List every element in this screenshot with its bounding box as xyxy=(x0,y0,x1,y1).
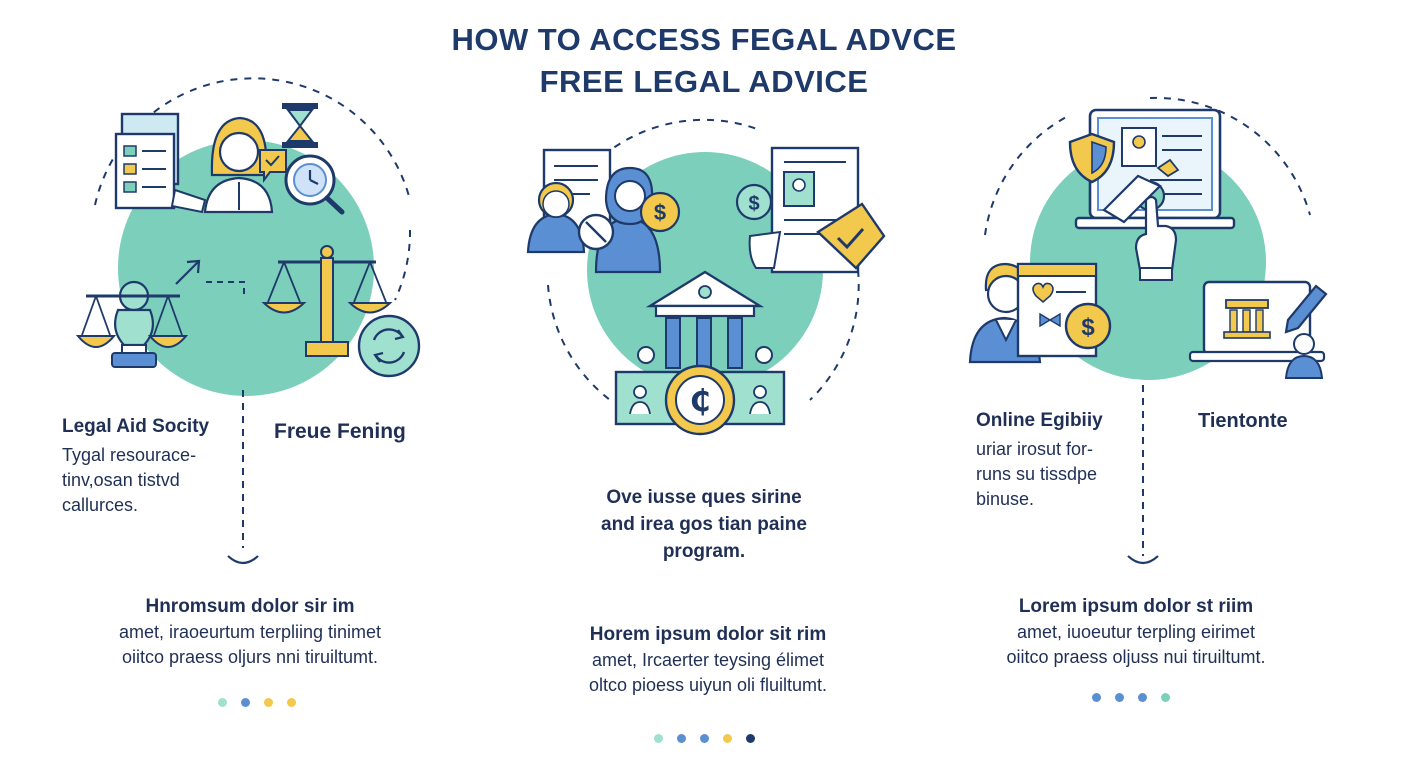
pagination-dot xyxy=(654,734,663,743)
left-label-b: Freue Fening xyxy=(274,420,406,443)
left-section-art xyxy=(75,77,421,565)
coin-symbol: ₵ xyxy=(690,384,711,419)
pagination-dot xyxy=(264,698,273,707)
balance-scale-icon xyxy=(261,245,393,357)
shield-icon xyxy=(1068,132,1116,184)
svg-text:$: $ xyxy=(1081,314,1095,341)
pagination-dot xyxy=(241,698,250,707)
middle-footer-heading: Horem ipsum dolor sit rim xyxy=(589,624,827,645)
right-dashed-arc xyxy=(984,114,1071,236)
courthouse-icon xyxy=(637,270,773,369)
dollar-coin-icon: $ xyxy=(1064,302,1112,350)
page-subtitle: FREE LEGAL ADVICE xyxy=(539,64,869,99)
check-bubble-icon xyxy=(259,149,287,183)
pagination-dot xyxy=(677,734,686,743)
middle-footer: Horem ipsum dolor sit rim amet, Ircaerte… xyxy=(508,622,908,698)
people-icon xyxy=(526,166,662,274)
hand-pointer-icon xyxy=(1102,174,1178,281)
right-section-art: $ xyxy=(968,96,1328,565)
lawyer-avatar-icon xyxy=(170,116,274,214)
left-label-a: Legal Aid Socity xyxy=(62,416,210,437)
dollar-coin-icon: $ xyxy=(639,191,681,233)
document-icon xyxy=(114,112,180,210)
right-label-b: Tientonte xyxy=(1198,410,1288,432)
shield-check-icon xyxy=(816,202,886,270)
left-chevron-down-icon xyxy=(227,555,259,565)
pagination-dot xyxy=(700,734,709,743)
pagination-dot xyxy=(218,698,227,707)
money-bill-icon: ₵ xyxy=(614,364,786,436)
svg-text:$: $ xyxy=(654,200,666,225)
right-footer: Lorem ipsum dolor st riim amet, iuoeutur… xyxy=(936,594,1336,670)
pagination-dot xyxy=(723,734,732,743)
pagination-dot xyxy=(1161,693,1170,702)
svg-text:$: $ xyxy=(748,193,759,215)
right-description: uriar irosut for- runs su tissdpe binuse… xyxy=(976,439,1098,509)
pagination-dot xyxy=(1138,693,1147,702)
pagination-dot xyxy=(287,698,296,707)
left-footer-heading: Hnromsum dolor sir im xyxy=(145,596,355,617)
laptop-courthouse-icon xyxy=(1188,280,1326,363)
right-label-a: Online Egibiiy xyxy=(976,410,1103,431)
right-footer-heading: Lorem ipsum dolor st riim xyxy=(1018,596,1254,617)
left-dashed-arc xyxy=(94,77,411,206)
arrow-icon xyxy=(175,259,245,296)
left-description: Tygal resourace- tinv,osan tistvd callur… xyxy=(62,445,197,515)
scales-icon xyxy=(75,280,189,368)
pagination-dot xyxy=(1115,693,1124,702)
clock-magnifier-icon xyxy=(284,154,345,215)
middle-section-art: $ $ xyxy=(526,118,886,436)
left-footer: Hnromsum dolor sir im amet, iraoeurtum t… xyxy=(60,594,440,670)
refresh-icon xyxy=(357,314,421,378)
hourglass-icon xyxy=(282,103,318,148)
right-chevron-down-icon xyxy=(1127,555,1159,565)
pencil-icon xyxy=(1284,284,1328,379)
pagination-dot xyxy=(746,734,755,743)
page-title: HOW TO ACCESS FEGAL ADVCE xyxy=(451,22,957,57)
pagination-dot xyxy=(1092,693,1101,702)
middle-description: Ove iusse ques sirine and irea gos tian … xyxy=(601,487,807,562)
